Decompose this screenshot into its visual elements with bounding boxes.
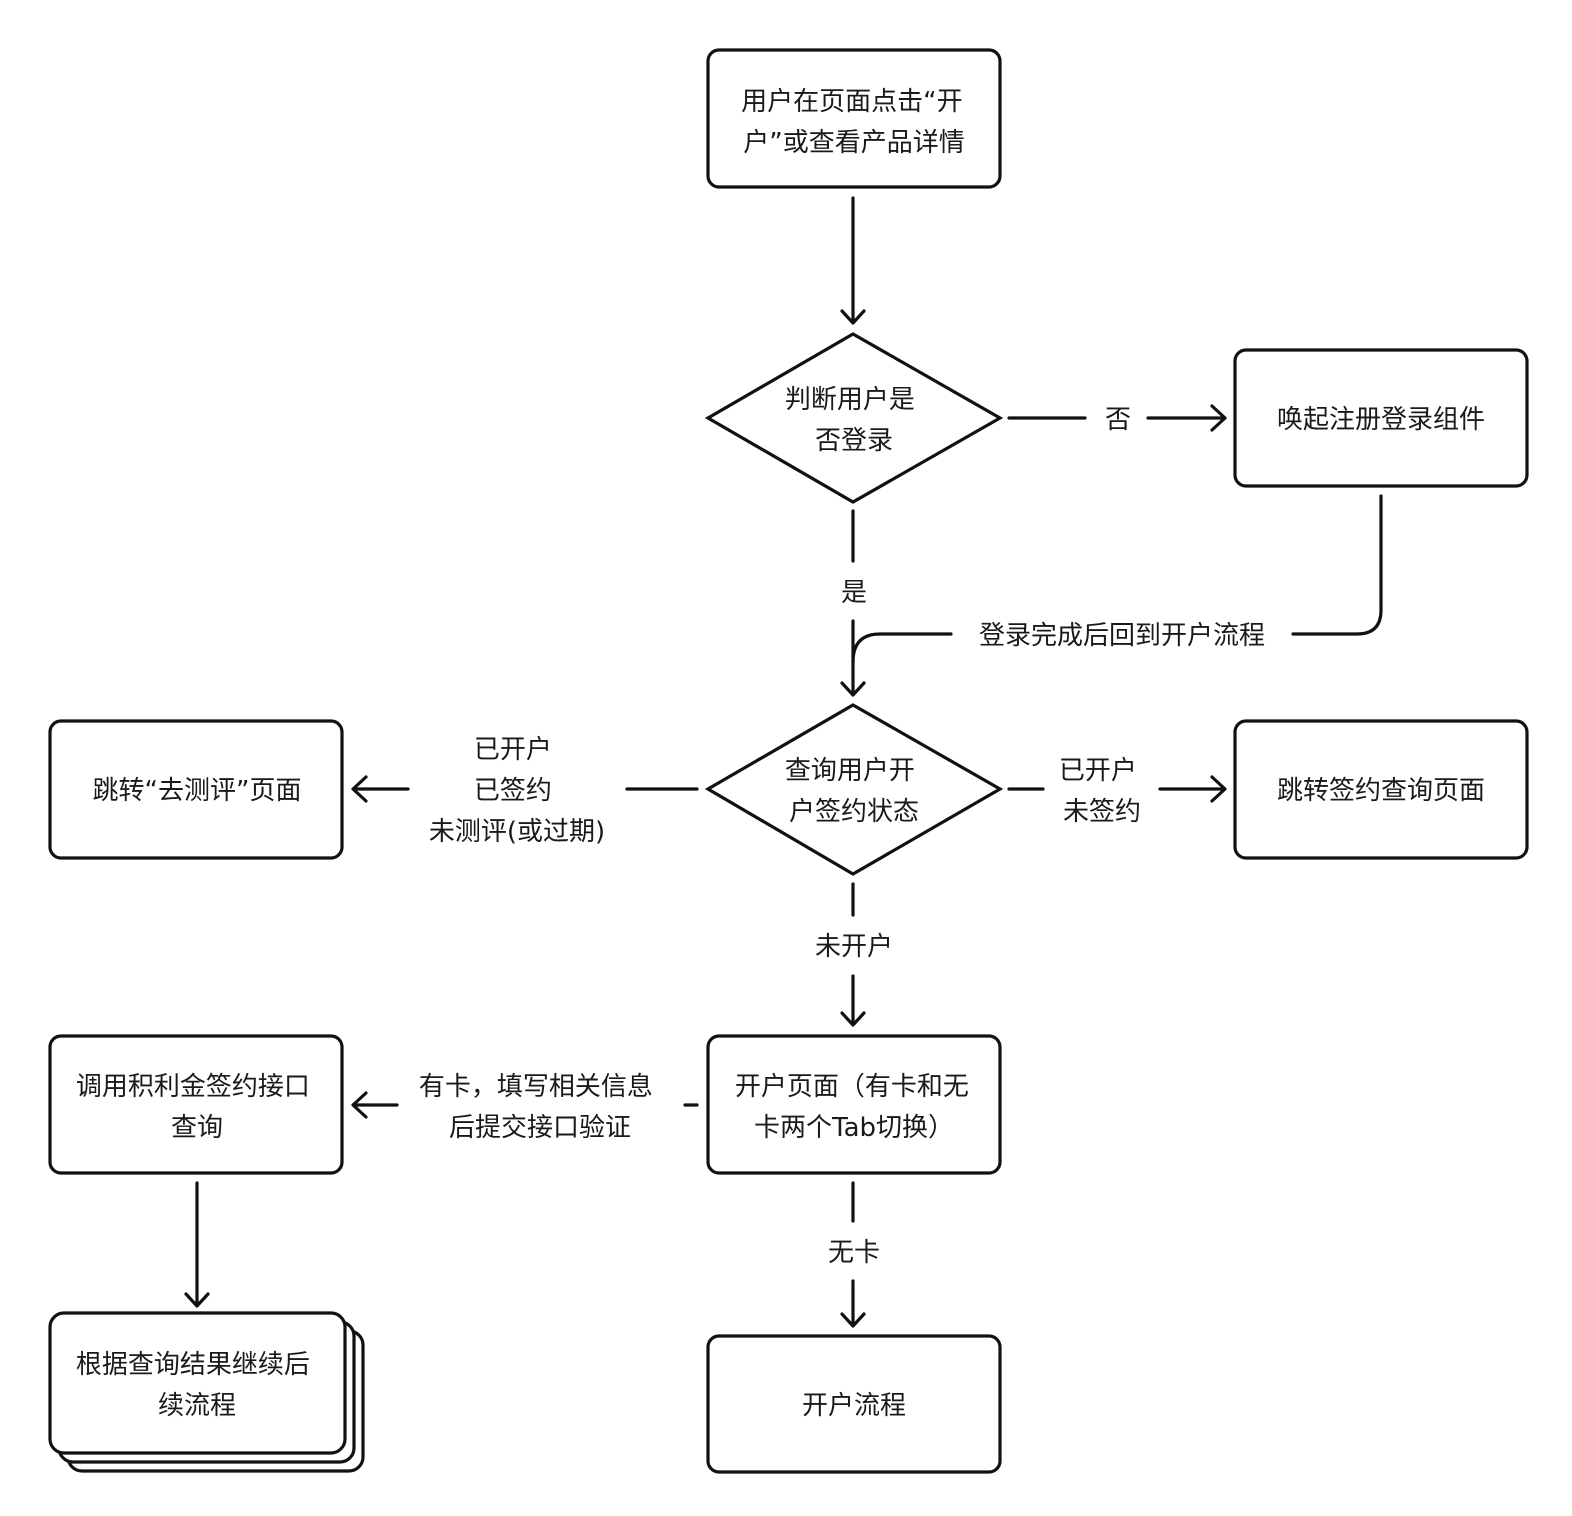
node-sign-query-label: 跳转签约查询页面 — [1277, 776, 1485, 806]
edge-register-return-segment-2 — [851, 632, 953, 664]
node-call-api-line-2: 查询 — [171, 1113, 223, 1143]
arrowhead-down-icon — [184, 1292, 210, 1308]
edge-yes-label: 是 — [841, 578, 867, 608]
node-labels: 用户在页面点击“开 户”或查看产品详情 判断用户是 否登录 唤起注册登录组件 查… — [76, 87, 1485, 1421]
node-open-page-label: 开户页面（有卡和无 卡两个Tab切换） — [735, 1072, 977, 1143]
edge-yes-line-1: 是 — [841, 578, 867, 608]
node-call-api-line-1: 调用积利金签约接口 — [76, 1072, 310, 1102]
edge-has-card-label: 有卡，填写相关信息 后提交接口验证 — [419, 1072, 661, 1143]
node-go-eval-label: 跳转“去测评”页面 — [93, 776, 302, 806]
node-start-box — [706, 48, 1002, 189]
node-continue-label: 根据查询结果继续后 续流程 — [76, 1350, 318, 1421]
edge-no-label: 否 — [1105, 405, 1131, 435]
arrowhead-right-icon — [1210, 775, 1227, 803]
edge-no-card-label: 无卡 — [828, 1238, 880, 1268]
node-open-flow-line-1: 开户流程 — [802, 1391, 906, 1421]
node-call-api-label: 调用积利金签约接口 查询 — [76, 1072, 318, 1143]
node-continue-box — [48, 1311, 347, 1455]
node-check-login-line-1: 判断用户是 — [785, 385, 915, 415]
node-start-line-2: 户”或查看产品详情 — [743, 128, 964, 158]
edge-has-card-line-1: 有卡，填写相关信息 — [419, 1072, 653, 1102]
arrowhead-down-icon — [840, 1011, 866, 1027]
node-open-page-box — [706, 1034, 1002, 1175]
edge-opened-signed-line-2: 已签约 — [474, 776, 552, 806]
node-sign-query-box — [1233, 719, 1529, 860]
edge-opened-signed-line-1: 已开户 — [474, 735, 552, 765]
arrowhead-left-icon — [351, 1091, 368, 1119]
node-shapes — [48, 48, 1529, 1474]
edge-labels: 否 是 登录完成后回到开户流程 已开户 已签约 未测评(或过期) 已开户 未签约… — [419, 405, 1265, 1268]
edge-return-line-1: 登录完成后回到开户流程 — [979, 621, 1265, 651]
node-register-box — [1233, 348, 1529, 488]
node-check-status-line-1: 查询用户开 — [785, 756, 915, 786]
node-continue-line-1: 根据查询结果继续后 — [76, 1350, 310, 1380]
node-go-eval-box — [48, 719, 344, 860]
edge-register-return-segment-1 — [1291, 494, 1383, 636]
edge-no-line-1: 否 — [1105, 405, 1131, 435]
edge-not-opened-label: 未开户 — [815, 932, 893, 962]
edge-not-opened-line-1: 未开户 — [815, 932, 893, 962]
edges — [184, 196, 1383, 1328]
edge-opened-unsigned-label: 已开户 未签约 — [1059, 756, 1145, 827]
node-open-page-line-1: 开户页面（有卡和无 — [735, 1072, 969, 1102]
arrowhead-left-icon — [351, 775, 368, 803]
node-register-label: 唤起注册登录组件 — [1277, 405, 1485, 435]
edge-return-label: 登录完成后回到开户流程 — [979, 621, 1265, 651]
edge-opened-unsigned-line-2: 未签约 — [1063, 797, 1141, 827]
node-start-label: 用户在页面点击“开 户”或查看产品详情 — [741, 87, 971, 158]
node-open-page-line-2: 卡两个Tab切换） — [754, 1113, 954, 1143]
edge-no-card-line-1: 无卡 — [828, 1238, 880, 1268]
node-open-flow-label: 开户流程 — [802, 1391, 906, 1421]
edge-has-card-line-2: 后提交接口验证 — [449, 1113, 631, 1143]
arrowhead-down-icon — [840, 309, 866, 325]
arrowhead-right-icon — [1210, 404, 1227, 432]
node-go-eval-line-1: 跳转“去测评”页面 — [93, 776, 302, 806]
node-check-status-line-2: 户签约状态 — [789, 797, 919, 827]
node-continue-line-2: 续流程 — [158, 1391, 236, 1421]
arrowhead-down-icon — [840, 1312, 866, 1328]
node-open-flow-box — [706, 1334, 1002, 1474]
edge-opened-signed-line-3: 未测评(或过期) — [429, 817, 605, 847]
node-check-login-line-2: 否登录 — [815, 426, 893, 456]
node-call-api-box — [48, 1034, 344, 1175]
edge-opened-signed-label: 已开户 已签约 未测评(或过期) — [429, 735, 605, 847]
node-check-login-label: 判断用户是 否登录 — [785, 385, 923, 456]
node-check-status-label: 查询用户开 户签约状态 — [785, 756, 923, 827]
node-start-line-1: 用户在页面点击“开 — [741, 87, 962, 117]
arrowhead-down-icon — [840, 681, 866, 697]
node-sign-query-line-1: 跳转签约查询页面 — [1277, 776, 1485, 806]
edge-opened-unsigned-line-1: 已开户 — [1059, 756, 1137, 786]
node-register-line-1: 唤起注册登录组件 — [1277, 405, 1485, 435]
node-check-login-diamond — [704, 332, 1004, 504]
node-check-status-diamond — [704, 703, 1004, 876]
